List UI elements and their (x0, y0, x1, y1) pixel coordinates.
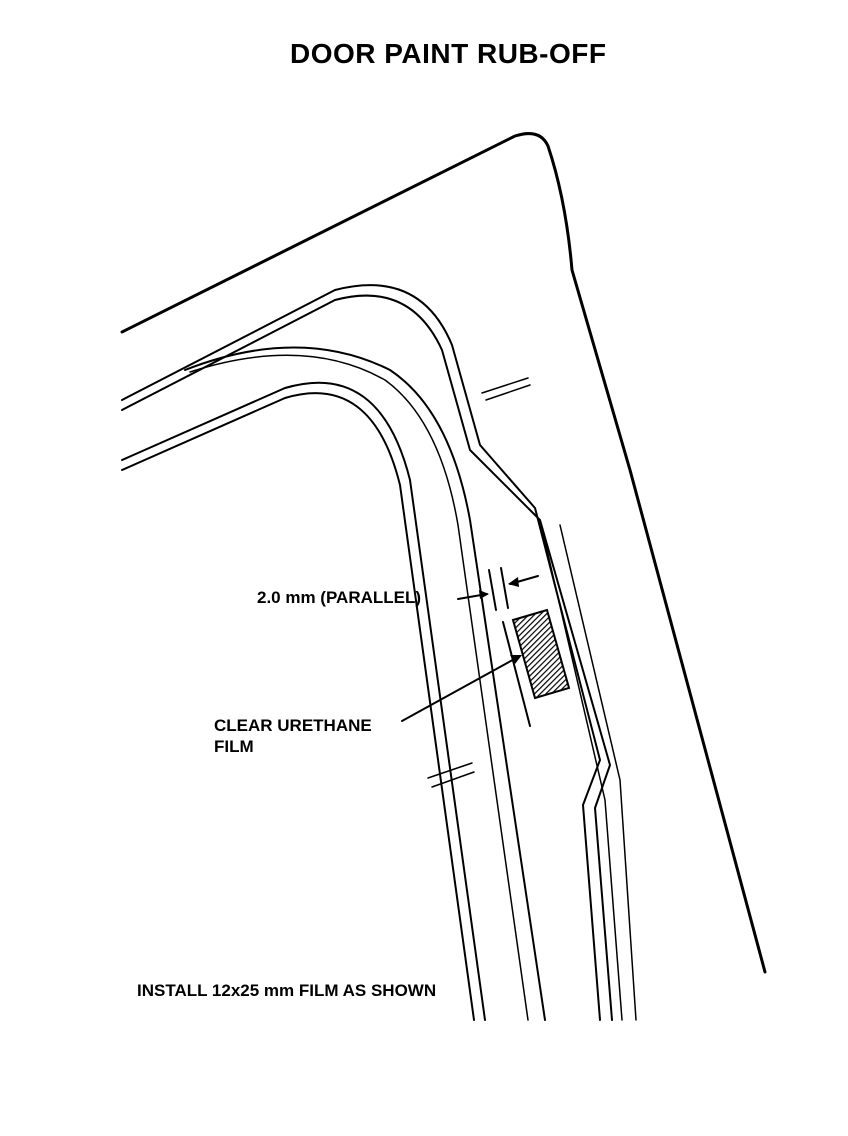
install-note: INSTALL 12x25 mm FILM AS SHOWN (137, 981, 437, 1000)
film-label-line-2: FILM (214, 737, 254, 756)
dimension-label: 2.0 mm (PARALLEL) (257, 588, 422, 607)
film-edge-line (502, 621, 531, 727)
channel-line-a (539, 519, 623, 1021)
ledge-tick-upper-2 (485, 384, 531, 401)
window-opening-outer (121, 381, 486, 1021)
glass-run-upper-2 (189, 354, 529, 1021)
film-label-line-1: CLEAR URETHANE (214, 716, 372, 735)
film-leader-arrowhead (510, 655, 522, 664)
frame-molding-inner (121, 294, 613, 1021)
outer-panel-edge (120, 132, 767, 974)
dimension-arrowhead-right (508, 577, 519, 587)
urethane-film-patch (511, 608, 571, 700)
frame-molding-outer (121, 284, 601, 1021)
ledge-tick-lower-2 (431, 771, 475, 788)
glass-run-upper (184, 346, 546, 1021)
film-leader-line (401, 656, 519, 722)
dimension-arrowhead-left (479, 590, 489, 599)
window-opening-inner (121, 392, 475, 1021)
channel-line-b (559, 524, 637, 1021)
ledge-tick-upper (481, 377, 529, 394)
dimension-line-left (488, 569, 497, 611)
ledge-tick-lower (427, 762, 473, 779)
dimension-line-right (500, 567, 509, 609)
page-title: DOOR PAINT RUB-OFF (290, 38, 607, 69)
